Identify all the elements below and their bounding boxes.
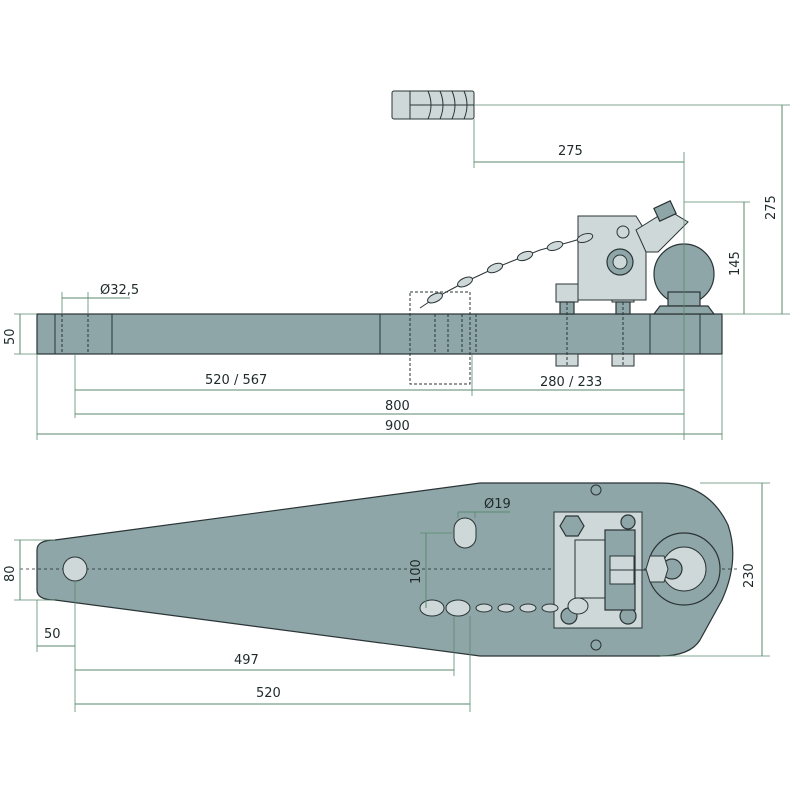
dim-thickness: 50 <box>3 328 18 345</box>
top-view: Ø19 80 100 230 50 497 520 <box>3 482 770 712</box>
side-view: 275 275 145 Ø32,5 50 520 / 567 280 / 233… <box>3 90 790 440</box>
hitch-housing <box>577 200 689 301</box>
coupling-plate <box>553 484 650 651</box>
dim-hole-diameter: Ø32,5 <box>100 283 139 298</box>
dim-width: 230 <box>742 563 757 588</box>
dim-left-length: 520 / 567 <box>205 373 267 388</box>
dim-overall: 900 <box>385 419 410 434</box>
dim-slot-diameter: Ø19 <box>484 497 511 512</box>
dim-slot-distance-2: 520 <box>256 686 281 701</box>
safety-chain-top <box>419 597 589 617</box>
dim-right-length: 280 / 233 <box>540 375 602 390</box>
dim-slot-spacing: 100 <box>409 559 424 584</box>
safety-chain-side <box>419 232 594 309</box>
adjustment-zone <box>409 291 471 385</box>
dim-pin-offset: 275 <box>558 144 583 159</box>
dim-end-width: 80 <box>3 565 18 582</box>
side-dimension-lines <box>14 104 790 440</box>
coupling-ball-top <box>645 532 721 606</box>
top-dimension-lines <box>14 482 770 712</box>
adjustment-slot <box>453 517 477 549</box>
dim-height-total: 275 <box>764 195 779 220</box>
dim-ball-height: 145 <box>728 251 743 276</box>
dim-end-radius: 50 <box>44 627 61 642</box>
drawbar-side <box>36 313 723 355</box>
dim-slot-distance: 497 <box>234 653 259 668</box>
dim-centers: 800 <box>385 399 410 414</box>
end-hole <box>62 556 88 582</box>
locking-pin <box>391 90 475 120</box>
